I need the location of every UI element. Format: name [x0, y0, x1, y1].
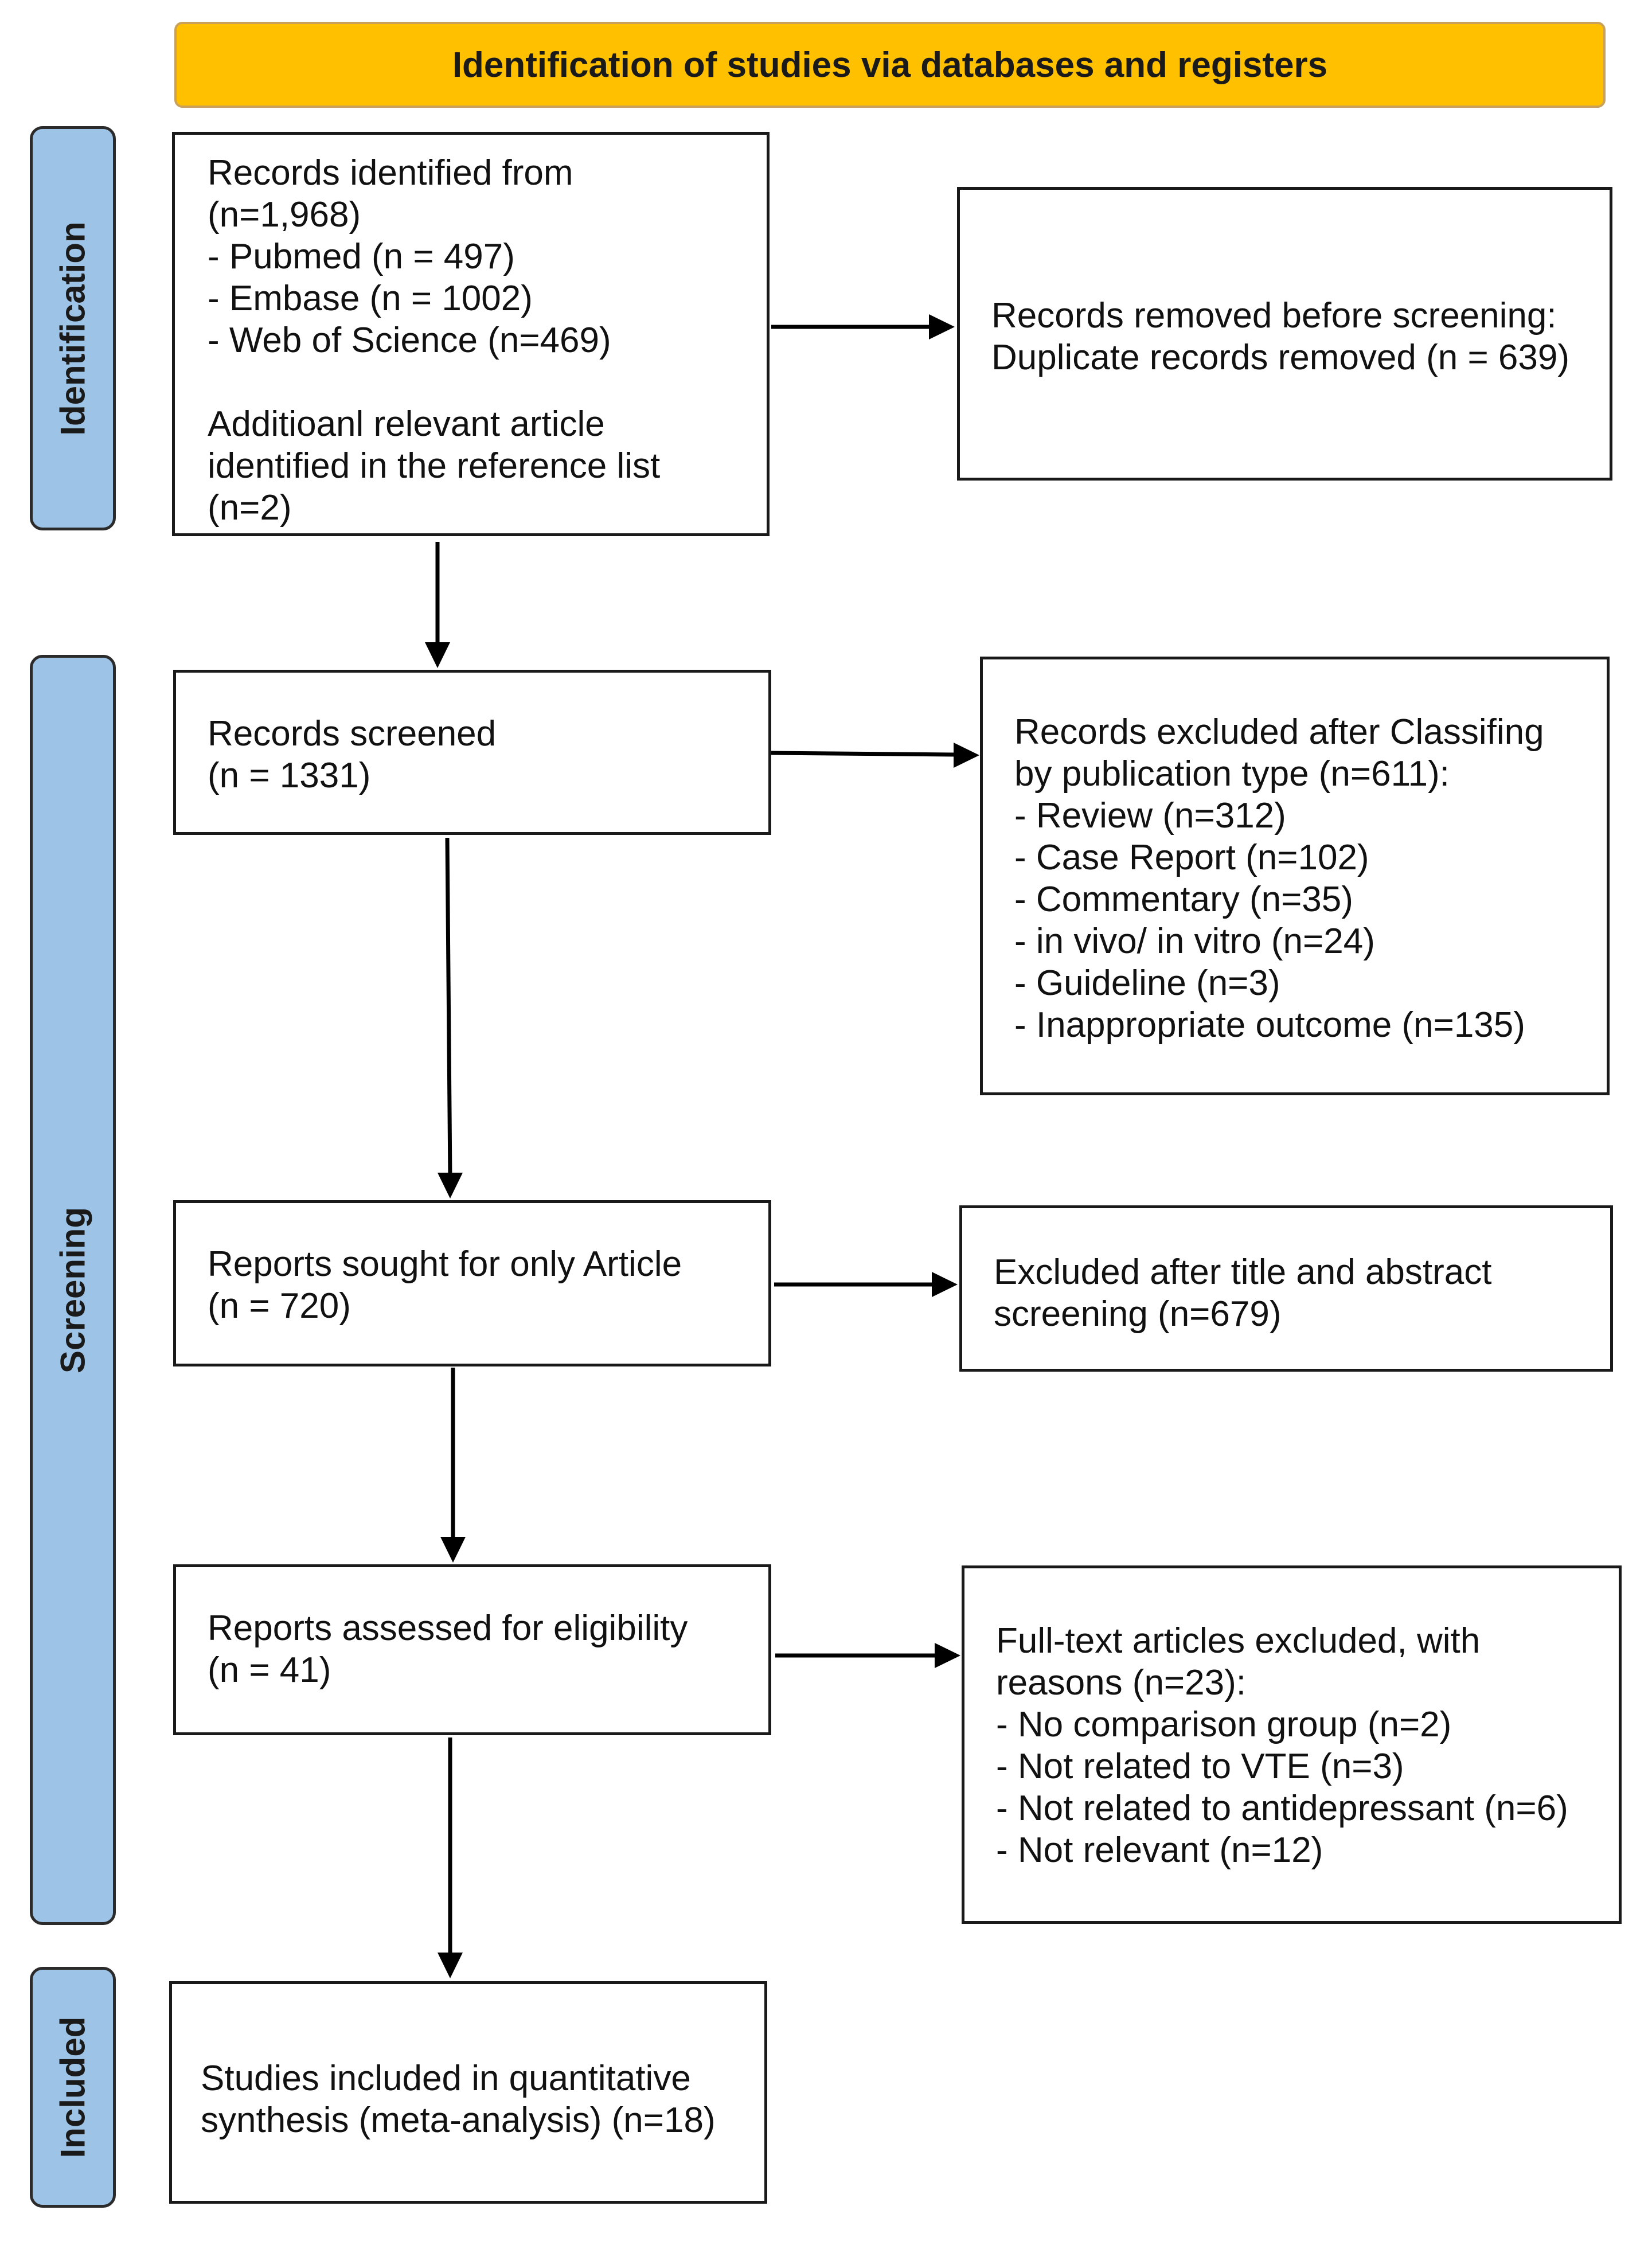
records-identified-box: Records identified from(n=1,968)- Pubmed…: [172, 132, 770, 536]
text-line: - Review (n=312): [1014, 796, 1286, 835]
records-screened-box: Records screened(n = 1331): [173, 670, 771, 835]
arrowhead-included: [438, 1953, 463, 1978]
text-line: (n=2): [208, 488, 292, 528]
header-banner: Identification of studies via databases …: [174, 22, 1606, 108]
text-line: screening (n=679): [994, 1294, 1282, 1334]
text-line: - Guideline (n=3): [1014, 963, 1280, 1003]
records-identified-text: Records identified from(n=1,968)- Pubmed…: [208, 152, 767, 361]
text-line: Records removed before screening:: [991, 296, 1557, 335]
arrow-screened-to-sought: [445, 837, 452, 1179]
text-line: Records excluded after Classifing: [1014, 712, 1544, 752]
stage-screening: Screening: [30, 655, 116, 1925]
arrowhead-excluded-title: [932, 1272, 958, 1297]
text-line: - Web of Science (n=469): [208, 321, 611, 360]
text-line: Studies included in quantitative: [201, 2059, 691, 2098]
text-line: (n = 1331): [208, 756, 371, 795]
records-screened-text: Records screened(n = 1331): [208, 713, 768, 796]
text-line: - Commentary (n=35): [1014, 880, 1353, 919]
text-line: - Not relevant (n=12): [996, 1830, 1323, 1870]
records-removed-box: Records removed before screening:Duplica…: [957, 187, 1612, 481]
text-line: Additioanl relevant article: [208, 404, 605, 444]
text-line: Full-text articles excluded, with: [996, 1621, 1481, 1661]
reports-sought-box: Reports sought for only Article(n = 720): [173, 1200, 771, 1366]
text-line: by publication type (n=611):: [1014, 754, 1450, 794]
text-line: - Inappropriate outcome (n=135): [1014, 1005, 1525, 1045]
text-line: (n = 720): [208, 1286, 351, 1326]
text-line: - Case Report (n=102): [1014, 838, 1369, 877]
arrowhead-excluded: [954, 743, 979, 768]
arrowhead-screened: [425, 642, 450, 668]
text-line: (n = 41): [208, 1650, 331, 1690]
text-line: - No comparison group (n=2): [996, 1705, 1452, 1744]
reports-assessed-box: Reports assessed for eligibility(n = 41): [173, 1564, 771, 1735]
records-removed-text: Records removed before screening:Duplica…: [991, 295, 1610, 378]
text-line: Reports sought for only Article: [208, 1244, 682, 1284]
text-line: (n=1,968): [208, 195, 361, 235]
arrowhead-removed: [929, 314, 955, 339]
text-line: - Not related to VTE (n=3): [996, 1747, 1404, 1786]
stage-identification: Identification: [30, 126, 116, 530]
text-line: reasons (n=23):: [996, 1663, 1246, 1703]
text-line: - in vivo/ in vitro (n=24): [1014, 922, 1375, 961]
reports-assessed-text: Reports assessed for eligibility(n = 41): [208, 1607, 768, 1691]
arrowhead-fulltext-excluded: [935, 1643, 960, 1668]
text-line: Excluded after title and abstract: [994, 1252, 1492, 1292]
text-line: - Not related to antidepressant (n=6): [996, 1789, 1568, 1828]
header-title: Identification of studies via databases …: [452, 45, 1328, 85]
text-line: Reports assessed for eligibility: [208, 1608, 688, 1648]
text-line: identified in the reference list: [208, 446, 661, 486]
reports-sought-text: Reports sought for only Article(n = 720): [208, 1243, 768, 1327]
arrow-screened-to-excluded: [771, 751, 957, 757]
text-line: - Embase (n = 1002): [208, 279, 533, 318]
stage-included: Included: [30, 1967, 116, 2208]
text-line: - Pubmed (n = 497): [208, 237, 515, 276]
text-line: Duplicate records removed (n = 639): [991, 338, 1569, 377]
arrowhead-assessed: [440, 1537, 466, 1563]
text-line: synthesis (meta-analysis) (n=18): [201, 2100, 716, 2140]
text-line: Records screened: [208, 714, 497, 753]
text-line: Records identified from: [208, 153, 573, 193]
arrowhead-sought: [438, 1173, 463, 1198]
